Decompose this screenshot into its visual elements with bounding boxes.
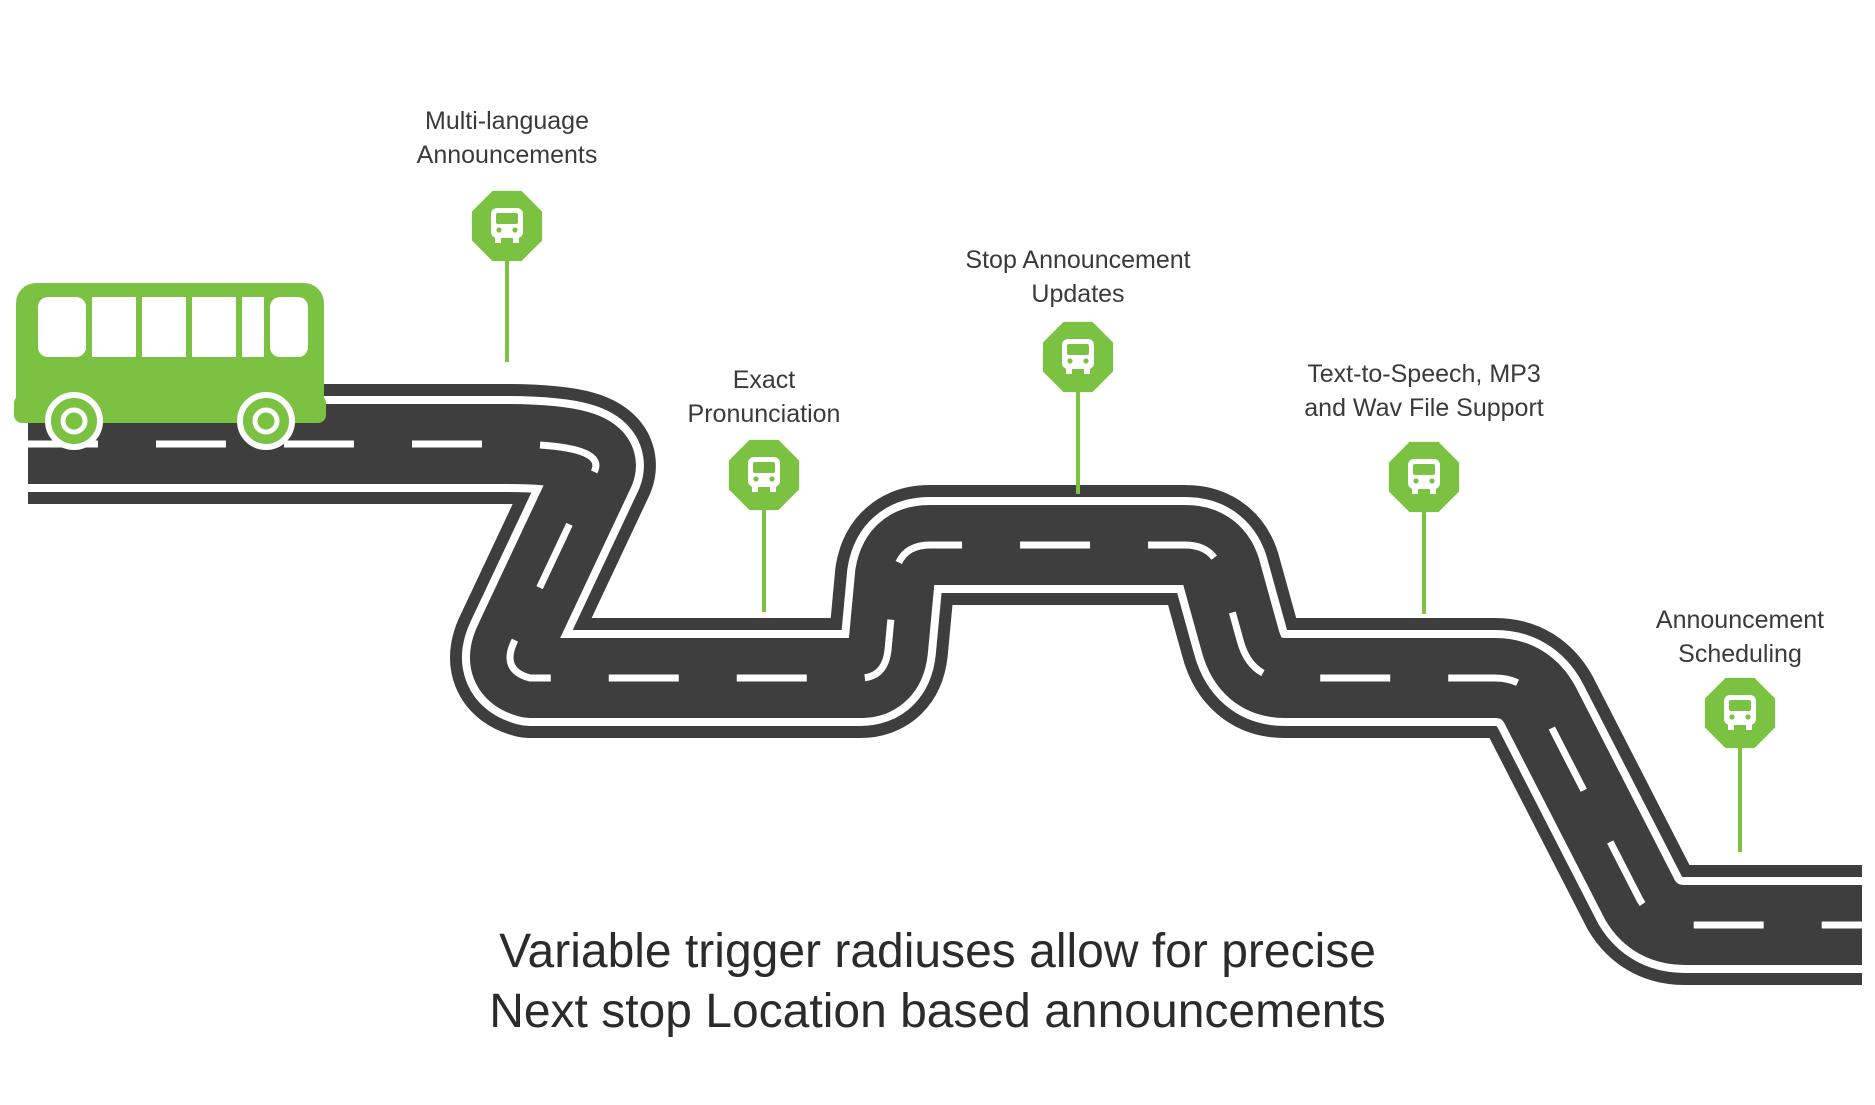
- milestone-pin-1: [471, 190, 543, 362]
- milestone-label-line: Text-to-Speech, MP3: [1307, 360, 1541, 388]
- milestone-pin-4: [1388, 441, 1460, 614]
- bus-icon: [14, 283, 326, 450]
- bus-stop-icon: [1408, 459, 1440, 494]
- lane-dashes: [28, 440, 1862, 929]
- milestone-label-line: Exact: [732, 366, 796, 394]
- milestone-label-line: and Wav File Support: [1304, 394, 1544, 422]
- bus-stop-icon: [1062, 339, 1094, 374]
- milestone-label-line: Pronunciation: [687, 400, 841, 428]
- milestone-label-line: Announcement: [1655, 606, 1825, 634]
- milestone-label-line: Stop Announcement: [965, 246, 1191, 274]
- caption: Variable trigger radiuses allow for prec…: [0, 922, 1875, 1042]
- milestone-label-line: Announcements: [416, 141, 598, 169]
- milestone-label-4: Text-to-Speech, MP3 and Wav File Support: [1304, 357, 1543, 425]
- bus-stop-icon: [491, 208, 523, 243]
- bus-stop-icon: [1724, 695, 1756, 730]
- bus-stop-icon: [748, 457, 780, 492]
- milestone-pin-3: [1042, 321, 1114, 494]
- milestone-label-line: Updates: [1031, 280, 1125, 308]
- milestone-label-line: Multi-language: [425, 107, 589, 135]
- milestone-label-line: Scheduling: [1678, 640, 1802, 668]
- caption-line-2: Next stop Location based announcements: [489, 985, 1386, 1038]
- milestone-pin-5: [1704, 677, 1776, 852]
- milestone-pin-2: [728, 439, 800, 612]
- caption-line-1: Variable trigger radiuses allow for prec…: [499, 925, 1376, 978]
